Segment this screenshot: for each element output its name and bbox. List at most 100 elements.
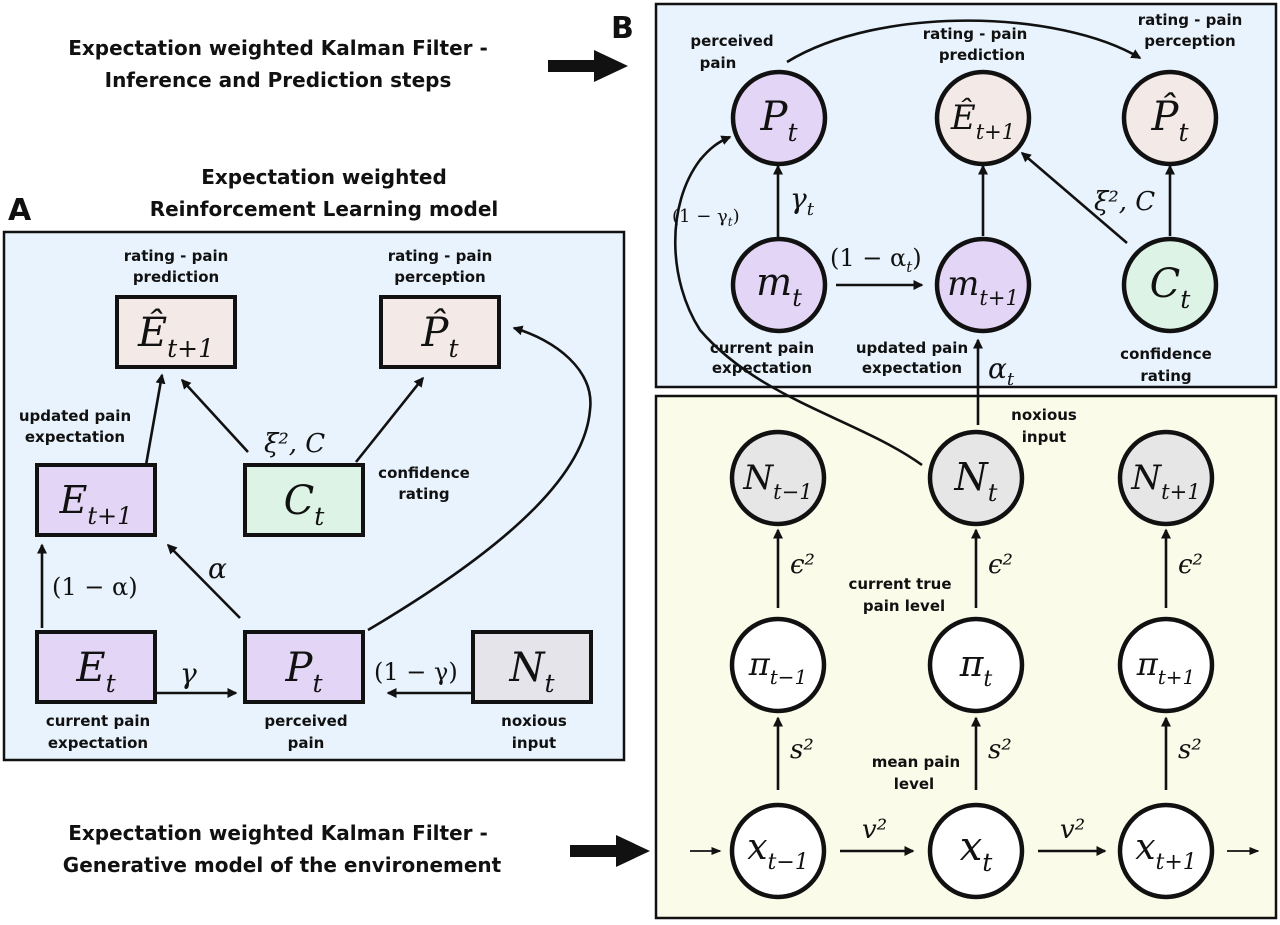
panel-b-node-c-shape — [1121, 236, 1219, 334]
label-noxious-input-gen: noxious — [1011, 406, 1077, 424]
caption-ekf-generative-line1: Expectation weighted Kalman Filter - — [68, 821, 488, 845]
panel-b-node-m-symbol: mt — [756, 260, 802, 312]
edge-label-s2: s² — [988, 735, 1012, 765]
panel-a-node-c-shape — [243, 463, 365, 537]
panel-letter-b: B — [611, 11, 634, 46]
generative-node-n-prev-shape — [729, 429, 827, 527]
panel-a-node-n-shape — [471, 630, 593, 704]
arrow-to-generative-panel — [570, 835, 650, 867]
panel-a-node-p: Pt — [243, 630, 365, 704]
generative-node-pi-next-symbol: πt+1 — [1136, 645, 1196, 689]
label-perceived-pain-b: pain — [700, 54, 737, 72]
panel-a-node-c: Ct — [243, 463, 365, 537]
panel-a-node-e-next-symbol: Et+1 — [59, 478, 133, 530]
label-current-pain-expectation-b: current pain — [710, 339, 814, 357]
generative-node-pi-next: πt+1 — [1117, 616, 1215, 714]
panel-b-node-m-next-symbol: mt+1 — [947, 264, 1019, 310]
panel-b-node-e-hat-next-symbol: Êt+1 — [950, 97, 1015, 144]
label-mean-pain-level: mean pain — [872, 753, 961, 771]
edge-label-xi-c-b: ξ², C — [1094, 187, 1155, 217]
label-updated-pain-expectation: updated pain — [19, 407, 131, 425]
panel-a-node-n-symbol: Nt — [508, 645, 555, 698]
edge-label-gamma: γ — [180, 657, 197, 690]
label-rating-pain-prediction: rating - pain — [124, 247, 229, 265]
caption-ewrl-title-line2: Reinforcement Learning model — [150, 197, 499, 221]
generative-node-pi: πt — [927, 616, 1025, 714]
generative-node-n-next: Nt+1 — [1117, 429, 1215, 527]
generative-node-n-symbol: Nt — [954, 455, 998, 507]
panel-a-node-p-shape — [243, 630, 365, 704]
edge-label-epsilon2: ϵ² — [790, 550, 815, 580]
arrow-to-panel-b — [548, 50, 628, 82]
edge-label-one-minus-alpha: (1 − α) — [52, 573, 138, 601]
label-updated-pain-expectation: expectation — [25, 428, 125, 446]
label-rating-pain-prediction-b: prediction — [939, 46, 1025, 64]
label-rating-pain-perception-b: rating - pain — [1138, 11, 1243, 29]
edge-label-epsilon2: ϵ² — [1178, 550, 1203, 580]
generative-node-x: xt — [927, 802, 1025, 900]
generative-edges — [690, 528, 1260, 856]
panel-b-node-m-next-shape — [934, 236, 1032, 334]
label-noxious-input-gen: input — [1022, 428, 1066, 446]
generative-node-pi-prev-shape — [729, 616, 827, 714]
generative-node-pi-prev-symbol: πt−1 — [748, 645, 808, 689]
panel-b-node-e-hat-next-shape — [934, 69, 1032, 167]
generative-node-x-next-symbol: xt+1 — [1135, 827, 1197, 875]
panel-b-node-p-symbol: Pt — [760, 94, 799, 147]
generative-node-pi-symbol: πt — [959, 644, 993, 692]
label-updated-pain-expectation-b: updated pain — [856, 339, 968, 357]
label-current-true-pain-level: pain level — [863, 597, 945, 615]
panel-b-node-p: Pt — [730, 69, 828, 167]
panel-b-node-p-hat-shape — [1121, 69, 1219, 167]
label-current-true-pain-level: current true — [848, 575, 951, 593]
caption-ekf-inference-line2: Inference and Prediction steps — [105, 68, 452, 92]
generative-node-n-next-symbol: Nt+1 — [1130, 458, 1200, 504]
generative-node-x-prev: xt−1 — [729, 802, 827, 900]
caption-ekf-inference-line1: Expectation weighted Kalman Filter - — [68, 36, 488, 60]
label-rating-pain-perception-b: perception — [1144, 32, 1235, 50]
label-mean-pain-level: level — [894, 775, 934, 793]
label-updated-pain-expectation-b: expectation — [862, 359, 962, 377]
panel-a-node-e-symbol: Et — [75, 645, 116, 698]
label-rating-pain-perception: perception — [394, 268, 485, 286]
panel-b-labels: perceived pain rating - pain prediction … — [672, 11, 1242, 390]
generative-node-pi-shape — [927, 616, 1025, 714]
panel-b-node-m-next: mt+1 — [934, 236, 1032, 334]
label-current-pain-expectation: expectation — [48, 734, 148, 752]
generative-node-pi-prev: πt−1 — [729, 616, 827, 714]
generative-node-n-shape — [927, 429, 1025, 527]
generative-node-n-prev: Nt−1 — [729, 429, 827, 527]
edge-label-gamma-t: γt — [790, 182, 815, 220]
label-confidence-rating: rating — [398, 485, 449, 503]
edge-label-alpha: α — [208, 552, 227, 585]
label-current-pain-expectation-b: expectation — [712, 359, 812, 377]
panel-a-node-e: Et — [35, 630, 157, 704]
label-rating-pain-prediction-b: rating - pain — [923, 25, 1028, 43]
edge-label-epsilon2: ϵ² — [988, 550, 1013, 580]
label-perceived-pain-b: perceived — [690, 32, 773, 50]
panel-a-node-e-hat-next-symbol: Êt+1 — [137, 309, 214, 363]
generative-node-x-prev-shape — [729, 802, 827, 900]
panel-a-node-p-hat-symbol: P̂t — [421, 310, 460, 363]
label-rating-pain-perception: rating - pain — [388, 247, 493, 265]
panel-a-edges — [37, 325, 592, 698]
panel-letter-a: A — [8, 193, 32, 228]
generative-node-x-prev-symbol: xt−1 — [747, 827, 809, 875]
edge-label-one-minus-gamma: (1 − γ) — [374, 658, 458, 686]
generative-node-pi-next-shape — [1117, 616, 1215, 714]
panel-a-node-e-shape — [35, 630, 157, 704]
edge-label-alpha-t: αt — [988, 352, 1015, 390]
panel-b-node-p-hat-symbol: P̂t — [1151, 94, 1190, 147]
label-perceived-pain: perceived — [264, 712, 347, 730]
generative-nodes: Nt−1 Nt Nt+1 πt−1 πt πt+1 xt−1 xt xt+1 — [729, 429, 1215, 900]
edge-label-s2: s² — [790, 735, 814, 765]
generative-node-x-shape — [927, 802, 1025, 900]
edge-label-one-minus-gamma-t: (1 − γt) — [672, 206, 740, 229]
panel-b-node-c-symbol: Ct — [1150, 261, 1192, 314]
generative-node-x-next-shape — [1117, 802, 1215, 900]
panel-b-node-p-hat: P̂t — [1121, 69, 1219, 167]
generative-labels: noxious input current true pain level me… — [790, 406, 1203, 845]
panel-b-node-p-shape — [730, 69, 828, 167]
generative-node-x-symbol: xt — [960, 824, 994, 877]
